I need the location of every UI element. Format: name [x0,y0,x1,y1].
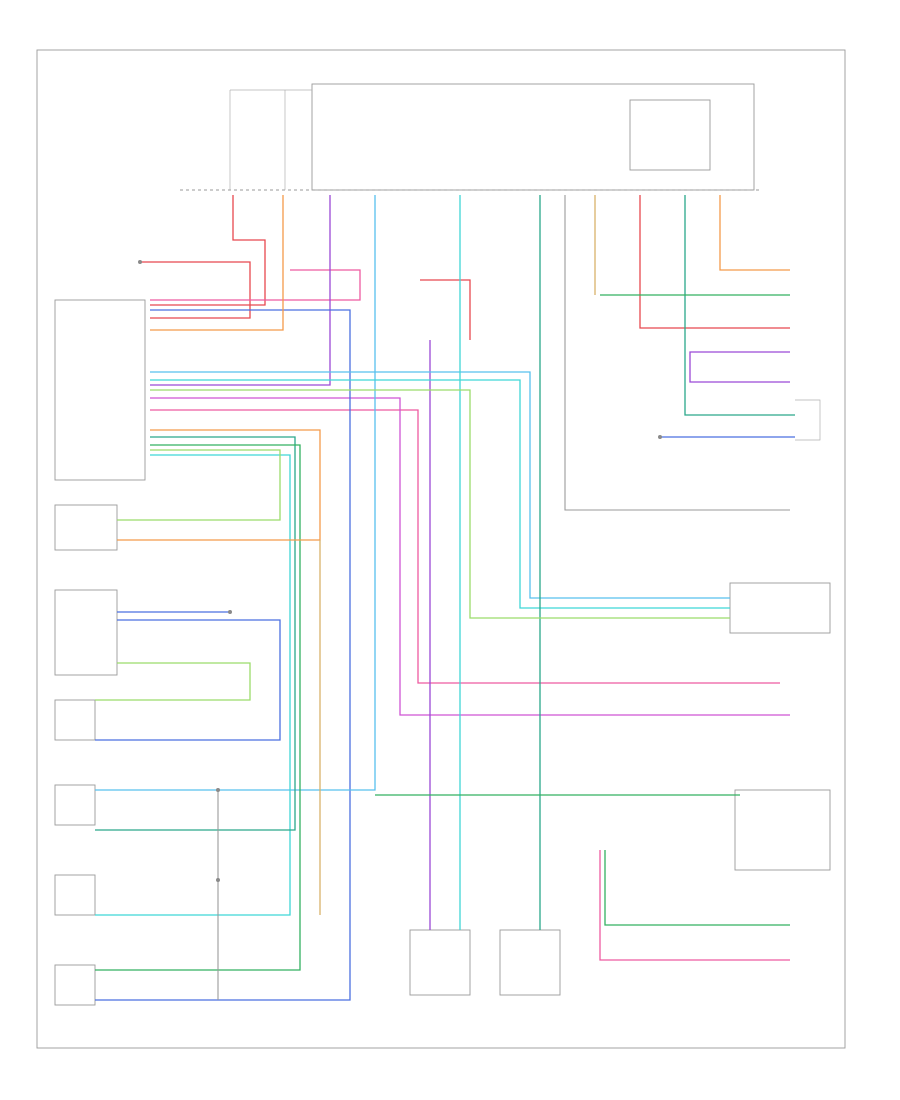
wire-red-2 [140,261,251,319]
wire-magenta-1 [150,397,790,716]
terminal-dots [138,260,662,882]
relay-switch-box [629,99,711,171]
left-switch-4 [54,964,96,1006]
wire-blue-1 [95,309,351,1001]
terminal-dot [138,260,142,264]
wire-lightgreen-3 [95,662,251,701]
top-module-box [311,83,755,191]
left-switch-2 [54,784,96,826]
wire-cyan-1 [150,379,730,609]
wire-cyan-3 [95,454,291,916]
wire-orange-3 [719,195,790,271]
left-module-main [54,299,146,481]
wire-gray-1 [564,195,790,511]
wire-green-4 [95,444,301,971]
left-module-control [54,504,118,551]
wire-teal-3 [95,436,296,831]
terminal-dot [228,610,232,614]
wire-green-3 [604,850,790,926]
wire-purple-1 [150,195,331,386]
terminal-dot [658,435,662,439]
right-module-1 [729,582,831,634]
wire-lightgreen-2 [150,389,730,619]
wire-blue-3 [95,619,281,741]
right-components [409,399,831,996]
wire-pink-2 [150,409,780,684]
wire-purple-3 [689,351,790,383]
terminal-dot [216,788,220,792]
wire-lightgreen-1 [117,449,281,521]
left-switch-3 [54,874,96,916]
diagram-frame [36,49,846,1049]
right-module-2 [734,789,831,871]
wire-orange-2 [117,429,321,541]
bottom-connector-1 [409,929,471,996]
wire-lightblue-2 [95,195,376,791]
left-components [54,299,146,1006]
left-switch-1 [54,699,96,741]
terminal-dot [216,878,220,882]
left-module-sensor [54,589,118,676]
right-sensor-bracket [795,399,821,441]
wire-teal-2 [684,195,795,416]
wire-pink-1 [150,269,361,301]
wire-lightblue-1 [150,371,730,599]
wire-red-3 [639,195,790,329]
wire-red-1 [150,195,266,306]
top-module [180,83,760,191]
wire-orange-1 [150,195,284,331]
bottom-connector-2 [499,929,561,996]
wire-pink-3 [599,850,790,961]
wire-red-4 [420,279,471,340]
wire-group [95,195,795,1001]
